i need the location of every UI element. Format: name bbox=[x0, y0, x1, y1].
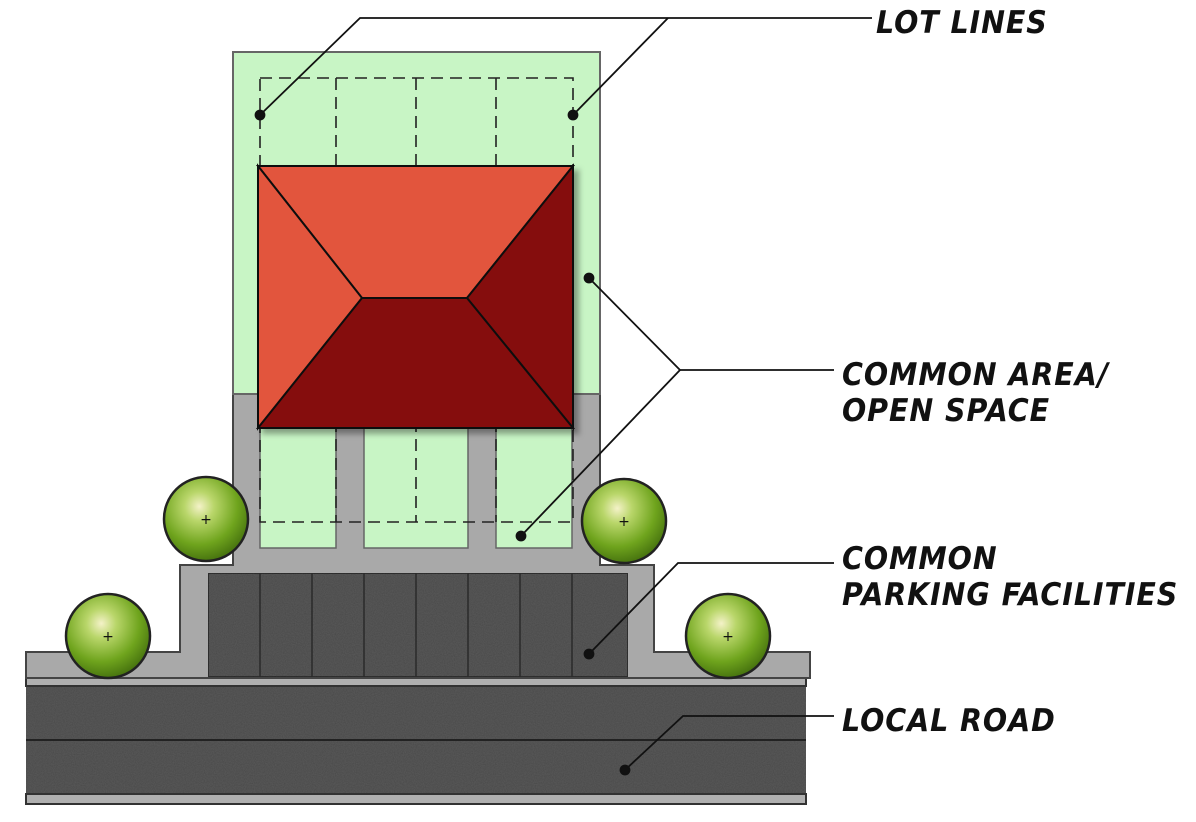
building-roof bbox=[255, 163, 576, 431]
parking-label-line2: PARKING FACILITIES bbox=[842, 577, 1179, 613]
tree-lower-left: + bbox=[64, 592, 152, 680]
leader-common-area bbox=[515, 272, 834, 542]
leader-parking bbox=[583, 562, 834, 660]
svg-text:+: + bbox=[618, 514, 630, 530]
common-area-label-line1: COMMON AREA/ bbox=[842, 357, 1110, 393]
leader-lot-lines bbox=[254, 17, 872, 121]
leader-local-road bbox=[619, 715, 834, 776]
parking-label-line1: COMMON bbox=[842, 541, 998, 577]
local-road bbox=[25, 675, 807, 805]
svg-text:+: + bbox=[200, 512, 212, 528]
common-parking bbox=[207, 572, 629, 678]
tree-upper-right: + bbox=[580, 477, 668, 565]
svg-text:+: + bbox=[722, 629, 734, 645]
local-road-label: LOCAL ROAD bbox=[842, 703, 1056, 739]
svg-text:+: + bbox=[102, 629, 114, 645]
tree-upper-left: + bbox=[162, 475, 250, 563]
lot-lines-label: LOT LINES bbox=[876, 5, 1048, 41]
common-area-label-line2: OPEN SPACE bbox=[842, 393, 1051, 429]
tree-lower-right: + bbox=[684, 592, 772, 680]
